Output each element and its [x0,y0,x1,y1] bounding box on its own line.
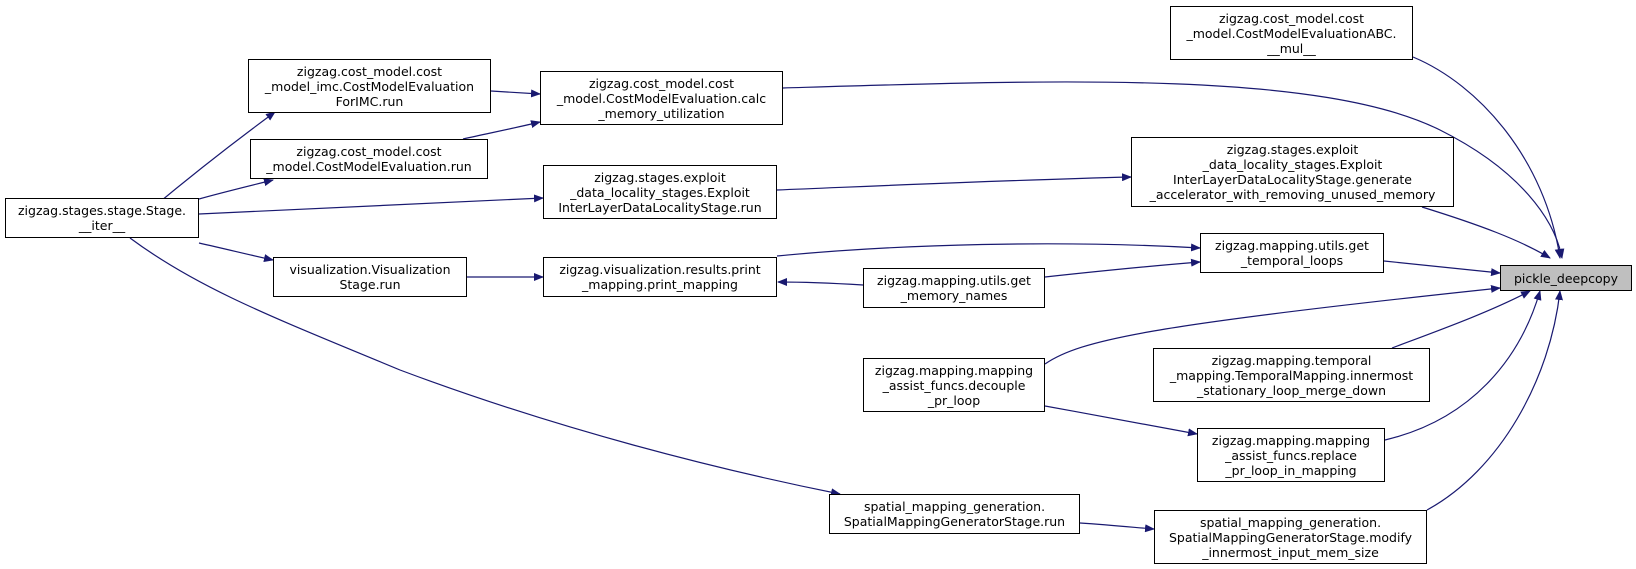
edge-spatial-run-to-spatial-modify [1079,522,1155,533]
edge-get-mem-names-to-print-mapping [777,278,864,287]
node-visualization-stage-run[interactable]: visualization.Visualization Stage.run [273,257,467,297]
edge-cme-run-to-calc-mem [462,120,541,140]
edge-get-temporal-to-root [1383,260,1501,277]
node-print-mapping[interactable]: zigzag.visualization.results.print _mapp… [543,257,777,297]
edge-mul-to-root [1412,56,1563,259]
edge-calc-mem-to-root [782,81,1565,259]
node-get-temporal-loops[interactable]: zigzag.mapping.utils.get _temporal_loops [1200,233,1384,273]
node-exploit-generate-accelerator[interactable]: zigzag.stages.exploit _data_locality_sta… [1131,137,1454,207]
edge-exploit-run-to-exploit-gen [776,173,1132,191]
node-innermost-stationary-loop-merge-down[interactable]: zigzag.mapping.temporal _mapping.Tempora… [1153,348,1430,402]
edge-innermost-merge-to-root [1391,290,1531,349]
node-decouple-pr-loop[interactable]: zigzag.mapping.mapping _assist_funcs.dec… [863,358,1045,412]
edge-replace-pr-to-root [1384,290,1542,441]
edge-imc-run-to-calc-mem [490,89,541,98]
edge-print-mapping-to-get-temporal [776,243,1201,257]
node-replace-pr-loop-in-mapping[interactable]: zigzag.mapping.mapping _assist_funcs.rep… [1197,428,1385,482]
edge-decouple-to-root [1044,284,1501,365]
node-pickle-deepcopy: pickle_deepcopy [1500,265,1632,291]
node-get-memory-names[interactable]: zigzag.mapping.utils.get _memory_names [863,268,1045,308]
node-stage-iter[interactable]: zigzag.stages.stage.Stage. __iter__ [5,198,199,238]
edge-stage-iter-to-cme-run [198,178,274,200]
edge-stage-iter-to-vis-run [198,242,274,262]
node-cost-model-evaluation-abc-mul[interactable]: zigzag.cost_model.cost _model.CostModelE… [1170,6,1413,60]
node-cost-model-evaluation-run[interactable]: zigzag.cost_model.cost _model.CostModelE… [250,139,488,179]
edge-get-mem-names-to-get-temporal [1044,258,1201,278]
edge-stage-iter-to-exploit-run [198,194,544,215]
node-calc-memory-utilization[interactable]: zigzag.cost_model.cost _model.CostModelE… [540,71,783,125]
edge-spatial-modify-to-root [1426,290,1563,511]
node-spatial-mapping-generator-stage-run[interactable]: spatial_mapping_generation. SpatialMappi… [829,494,1080,534]
node-exploit-inter-layer-run[interactable]: zigzag.stages.exploit _data_locality_sta… [543,165,777,219]
node-spatial-modify-innermost-input-mem-size[interactable]: spatial_mapping_generation. SpatialMappi… [1154,510,1427,564]
edge-stage-iter-to-spatial-run [129,237,841,497]
edge-exploit-gen-to-root [1421,206,1551,259]
node-cost-model-evaluation-for-imc-run[interactable]: zigzag.cost_model.cost _model_imc.CostMo… [248,59,491,113]
edge-decouple-to-replace-pr [1044,405,1198,437]
